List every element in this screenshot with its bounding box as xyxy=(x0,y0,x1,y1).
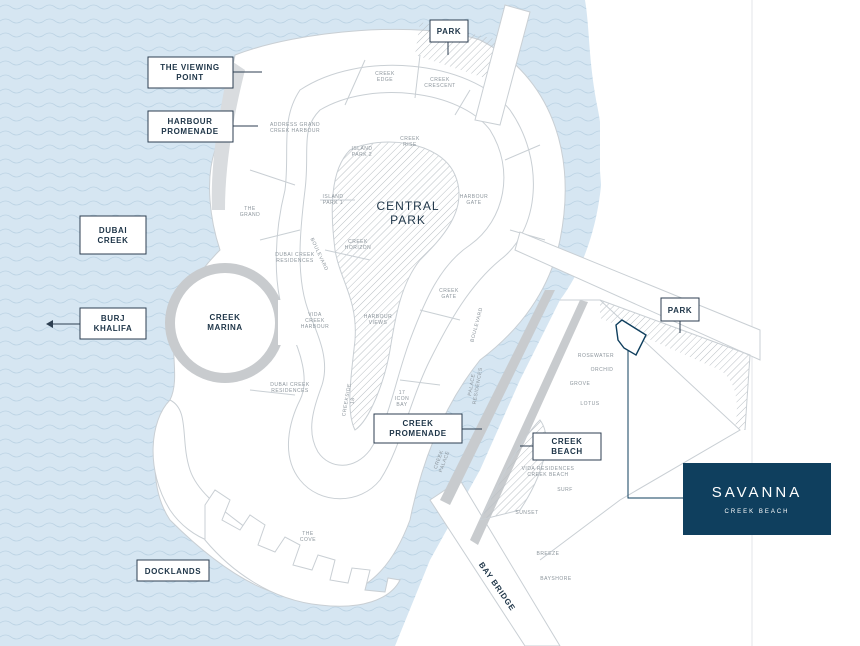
creek-marina-label-1: CREEK xyxy=(209,313,240,322)
breeze-label: BREEZE xyxy=(536,551,559,557)
creek-crescent-label-1: CREEK xyxy=(430,77,450,83)
callout-park-right: PARK xyxy=(660,297,700,333)
callout-burj-khalifa: BURJ KHALIFA xyxy=(46,307,147,340)
creek-edge-label-2: EDGE xyxy=(377,77,393,83)
savanna-brand-block[interactable]: SAVANNA CREEK BEACH xyxy=(683,463,831,535)
harbour-promenade-text-1: HARBOUR xyxy=(167,117,212,126)
the-grand-label-2: GRAND xyxy=(240,212,261,218)
icon-bay-label-3: BAY xyxy=(396,402,407,408)
creekside-18-label-1: CREEKSIDE xyxy=(341,383,353,417)
harbour-views-label-2: VIEWS xyxy=(369,320,388,326)
the-cove-label-1: THE xyxy=(302,531,314,537)
creek-promenade-text-2: PROMENADE xyxy=(389,429,446,438)
the-grand-label-1: THE xyxy=(244,206,256,212)
dubai-creek-res-1-label-1: DUBAI CREEK xyxy=(275,252,315,258)
callout-viewing-point: THE VIEWING POINT xyxy=(147,56,262,89)
palace-residences-label-1: PALACE xyxy=(467,373,477,396)
icon-bay-label-1: 17 xyxy=(399,390,406,396)
sunset-label: SUNSET xyxy=(515,510,538,516)
creek-promenade-text-1: CREEK xyxy=(402,419,433,428)
island-park-2-label-2: PARK 2 xyxy=(352,152,372,158)
creek-crescent-label-2: CRESCENT xyxy=(424,83,456,89)
callout-dubai-creek: DUBAI CREEK xyxy=(79,215,147,255)
vida-residences-label-2: CREEK BEACH xyxy=(527,472,568,478)
viewing-point-text-2: POINT xyxy=(176,73,203,82)
dubai-creek-text-2: CREEK xyxy=(97,236,128,245)
arrow-left-icon xyxy=(46,320,53,328)
creek-gate-label-2: GATE xyxy=(441,294,456,300)
park-top-text: PARK xyxy=(437,27,461,36)
address-grand-label-1: ADDRESS GRAND xyxy=(270,122,320,128)
creek-beach-text-2: BEACH xyxy=(551,447,582,456)
dubai-creek-text-1: DUBAI xyxy=(99,226,127,235)
vida-creek-harbour-label-2: CREEK xyxy=(305,318,325,324)
harbour-gate-label-2: GATE xyxy=(466,200,481,206)
surf-label: SURF xyxy=(557,487,573,493)
island-park-1-label-2: PARK 1 xyxy=(323,200,343,206)
island-park-1-label-1: ISLAND xyxy=(322,194,343,200)
savanna-plot xyxy=(615,319,683,499)
vida-creek-harbour-label-1: VIDA xyxy=(308,312,322,318)
callout-creek-beach: CREEK BEACH xyxy=(520,432,602,461)
central-park-label-2: PARK xyxy=(390,213,426,227)
community-labels: CREEK EDGE CREEK CRESCENT ADDRESS GRAND … xyxy=(240,71,614,582)
callout-creek-promenade: CREEK PROMENADE xyxy=(373,413,482,444)
vida-creek-harbour-label-3: HARBOUR xyxy=(301,324,330,330)
creek-horizon-label-1: CREEK xyxy=(348,239,368,245)
the-cove-label-2: COVE xyxy=(300,537,316,543)
brand-subtitle: CREEK BEACH xyxy=(724,509,789,515)
creek-rise-label-1: CREEK xyxy=(400,136,420,142)
creek-marina-label-2: MARINA xyxy=(207,323,243,332)
rosewater-label: ROSEWATER xyxy=(578,353,614,359)
creek-gate-label-1: CREEK xyxy=(439,288,459,294)
harbour-gate-label-1: HARBOUR xyxy=(460,194,489,200)
creek-horizon-label-2: HORIZON xyxy=(345,245,372,251)
callout-docklands: DOCKLANDS xyxy=(136,559,210,582)
dubai-creek-res-1-label-2: RESIDENCES xyxy=(276,258,314,264)
burj-khalifa-text-2: KHALIFA xyxy=(94,324,133,333)
icon-bay-label-2: ICON xyxy=(395,396,410,402)
creek-beach-text-1: CREEK xyxy=(551,437,582,446)
central-park-label-1: CENTRAL xyxy=(376,199,439,213)
creekside-18-label-2: 18 xyxy=(349,397,356,405)
creek-rise-label-2: RISE xyxy=(403,142,417,148)
bayshore-label: BAYSHORE xyxy=(540,576,572,582)
callout-harbour-promenade: HARBOUR PROMENADE xyxy=(147,110,258,143)
harbour-promenade-text-2: PROMENADE xyxy=(161,127,218,136)
harbour-views-label-1: HARBOUR xyxy=(364,314,393,320)
lotus-label: LOTUS xyxy=(580,401,599,407)
dubai-creek-res-2-label-2: RESIDENCES xyxy=(271,388,309,394)
address-grand-label-2: CREEK HARBOUR xyxy=(270,128,320,134)
docklands-text: DOCKLANDS xyxy=(145,567,202,576)
brand-title: SAVANNA xyxy=(712,484,802,501)
park-right-text: PARK xyxy=(668,306,692,315)
burj-khalifa-text-1: BURJ xyxy=(101,314,125,323)
road-network xyxy=(429,4,761,646)
dubai-creek-res-2-label-1: DUBAI CREEK xyxy=(270,382,310,388)
callout-park-top: PARK xyxy=(429,19,469,55)
vida-residences-label-1: VIDA RESIDENCES xyxy=(522,466,575,472)
grove-label: GROVE xyxy=(570,381,591,387)
creek-edge-label-1: CREEK xyxy=(375,71,395,77)
island-park-2-label-1: ISLAND xyxy=(351,146,372,152)
viewing-point-text-1: THE VIEWING xyxy=(160,63,220,72)
orchid-label: ORCHID xyxy=(591,367,614,373)
docklands-comb xyxy=(204,489,401,607)
